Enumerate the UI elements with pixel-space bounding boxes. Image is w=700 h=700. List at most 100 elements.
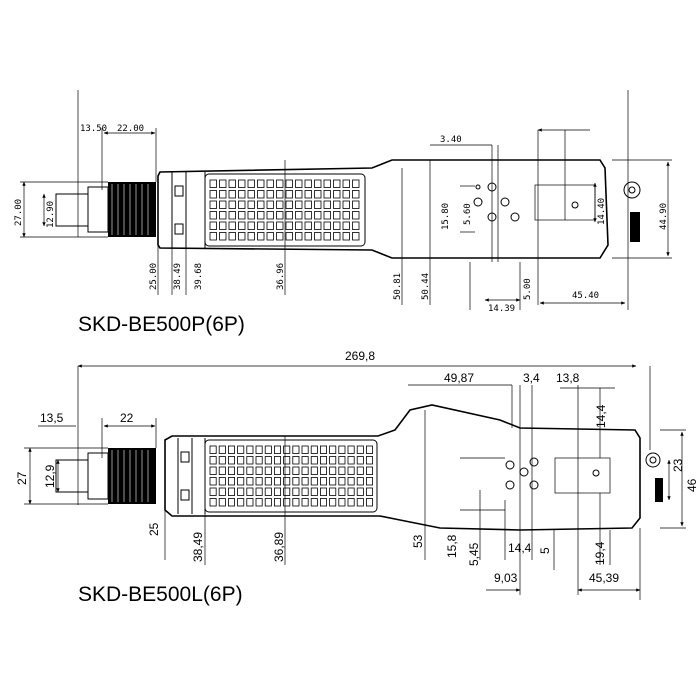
grip-cell: [283, 477, 291, 486]
grip-cell: [247, 232, 255, 241]
grip-cell: [352, 221, 360, 230]
grip-cell: [333, 211, 341, 220]
grip-cell: [237, 477, 245, 486]
grip-cell: [219, 200, 227, 209]
dim-top-27-00: 27.00: [14, 199, 24, 226]
grip-cell: [273, 466, 281, 475]
grip-cell: [356, 466, 364, 475]
grip-cell: [257, 179, 265, 188]
grip-cell: [319, 498, 327, 507]
grip-cell: [342, 190, 350, 199]
grip-cell: [257, 221, 265, 230]
dim-bottom-14-4-bottom: 14,4: [508, 541, 532, 555]
grip-cell: [283, 456, 291, 465]
grip-cell: [323, 232, 331, 241]
grip-cell: [227, 445, 235, 454]
grip-cell: [219, 221, 227, 230]
grip-cell: [276, 221, 284, 230]
grip-cell: [301, 487, 309, 496]
grip-cell: [255, 466, 263, 475]
grip-cell: [329, 487, 337, 496]
grip-cell: [209, 221, 217, 230]
dim-bottom-46: 46: [685, 478, 699, 492]
grip-cell: [352, 232, 360, 241]
grip-cell: [238, 221, 246, 230]
bottom-grip-panel: [204, 439, 378, 513]
grip-cell: [228, 200, 236, 209]
grip-cell: [295, 200, 303, 209]
grip-cell: [238, 200, 246, 209]
grip-cell: [264, 498, 272, 507]
grip-cell: [301, 445, 309, 454]
grip-cell: [283, 487, 291, 496]
grip-cell: [247, 211, 255, 220]
grip-cell: [329, 477, 337, 486]
grip-cell: [266, 190, 274, 199]
grip-cell: [295, 179, 303, 188]
grip-cell: [285, 211, 293, 220]
grip-cell: [264, 445, 272, 454]
dim-bottom-27: 27: [15, 471, 29, 485]
dim-bottom-9-03: 9,03: [494, 571, 518, 585]
grip-cell: [314, 221, 322, 230]
grip-cell: [228, 179, 236, 188]
grip-cell: [209, 190, 217, 199]
grip-cell: [352, 211, 360, 220]
grip-cell: [246, 456, 254, 465]
dim-bottom-269-8: 269,8: [345, 349, 375, 363]
grip-cell: [304, 179, 312, 188]
grip-cell: [338, 477, 346, 486]
grip-cell: [292, 445, 300, 454]
top-view: 13.50 22.00 27.00 12.90 25.00 38.49 39.6…: [14, 90, 672, 336]
grip-cell: [319, 445, 327, 454]
grip-cell: [246, 487, 254, 496]
grip-cell: [310, 498, 318, 507]
dim-bottom-3-4: 3,4: [523, 371, 540, 385]
grip-cell: [246, 498, 254, 507]
grip-cell: [247, 200, 255, 209]
dim-top-44-90: 44.90: [659, 203, 669, 230]
grip-cell: [338, 445, 346, 454]
dim-top-5-00: 5.00: [523, 278, 533, 300]
grip-cell: [285, 200, 293, 209]
dim-top-13-50: 13.50: [80, 124, 107, 134]
grip-cell: [264, 466, 272, 475]
grip-cell: [310, 456, 318, 465]
dim-bottom-15-8: 15,8: [445, 534, 459, 558]
grip-cell: [319, 456, 327, 465]
dim-top-12-90: 12.90: [46, 201, 56, 228]
dim-top-14-39: 14.39: [488, 304, 515, 314]
grip-cell: [276, 179, 284, 188]
grip-cell: [356, 456, 364, 465]
grip-cell: [209, 466, 217, 475]
dim-top-39-68: 39.68: [194, 263, 204, 290]
grip-cell: [218, 477, 226, 486]
grip-cell: [273, 477, 281, 486]
grip-cell: [342, 232, 350, 241]
dim-bottom-25: 25: [147, 522, 161, 536]
grip-cell: [333, 200, 341, 209]
grip-cell: [283, 498, 291, 507]
grip-cell: [347, 477, 355, 486]
grip-cell: [285, 179, 293, 188]
grip-cell: [209, 179, 217, 188]
grip-cell: [237, 487, 245, 496]
grip-cell: [238, 190, 246, 199]
dim-bottom-49-87: 49,87: [444, 371, 474, 385]
grip-cell: [347, 487, 355, 496]
grip-cell: [292, 456, 300, 465]
grip-cell: [264, 477, 272, 486]
grip-cell: [365, 445, 373, 454]
grip-cell: [209, 232, 217, 241]
grip-cell: [264, 487, 272, 496]
grip-cell: [218, 498, 226, 507]
grip-cell: [257, 200, 265, 209]
grip-cell: [238, 211, 246, 220]
grip-cell: [227, 466, 235, 475]
grip-cell: [273, 487, 281, 496]
dim-top-22-00: 22.00: [117, 124, 144, 134]
dim-top-50-44: 50.44: [421, 273, 431, 300]
grip-cell: [310, 477, 318, 486]
grip-cell: [237, 456, 245, 465]
grip-cell: [276, 211, 284, 220]
